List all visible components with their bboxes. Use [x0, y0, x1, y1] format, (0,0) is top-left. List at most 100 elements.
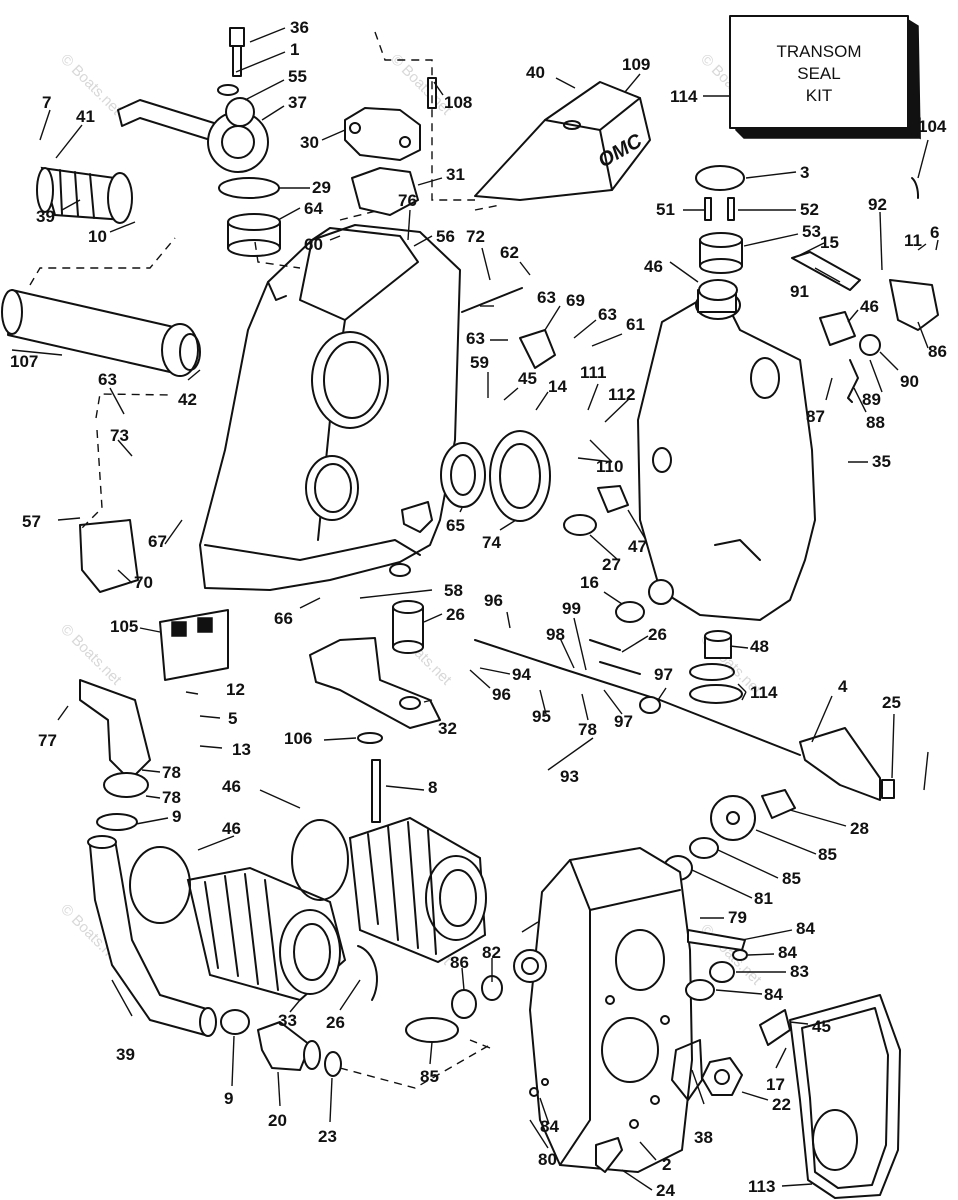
kit-label-line-2: SEAL: [797, 64, 840, 83]
callout-105: 108: [444, 93, 472, 112]
callout-4: 4: [838, 677, 848, 696]
callout-84: 85: [420, 1067, 439, 1086]
callout-19: 22: [772, 1095, 791, 1114]
callout-34: 37: [288, 93, 307, 112]
cover-plate: [344, 77, 437, 216]
callout-36: 39: [36, 207, 55, 226]
callout-86: 86: [928, 342, 947, 361]
water-hose: [87, 835, 217, 1037]
callout-89: 89: [862, 390, 881, 409]
callout-21: 24: [656, 1181, 675, 1200]
callout-77: 80: [538, 1150, 557, 1169]
transom-seal-kit-box: TRANSOM SEAL KIT: [729, 15, 921, 140]
callout-46: 48: [750, 637, 769, 656]
shift-linkage: [461, 287, 895, 801]
callout-83: 84: [764, 985, 783, 1004]
hose-clamps: [129, 819, 378, 1035]
callout-64: 66: [274, 609, 293, 628]
callout-104: 107: [10, 352, 38, 371]
callout-40: 41: [76, 107, 95, 126]
callout-12: 12: [226, 680, 245, 699]
callout-111: 114: [750, 683, 778, 702]
callout-96: 96: [492, 685, 511, 704]
callout-32: 35: [872, 452, 891, 471]
mount-bracket: [309, 600, 441, 823]
group-lines: [29, 31, 501, 1089]
lower-right-parts: [595, 929, 791, 1173]
callout-68: 72: [466, 227, 485, 246]
callout-79: 83: [790, 962, 809, 981]
callout-70: 74: [482, 533, 501, 552]
callout-23: 26: [326, 1013, 345, 1032]
callout-88: 88: [866, 413, 885, 432]
swivel-bracket: [637, 279, 816, 621]
callout-61: 63: [98, 370, 117, 389]
callout-72: 77: [38, 731, 57, 750]
top-cover: OMC: [474, 81, 651, 201]
fitting: [257, 1021, 342, 1077]
callout-63: 65: [446, 516, 465, 535]
callout-11: 11: [904, 231, 922, 250]
callout-30: 32: [438, 719, 457, 738]
callout-62: 64: [304, 199, 323, 218]
callout-3: 3: [800, 163, 809, 182]
callout-9: 9: [224, 1089, 233, 1108]
callout-56: 61: [626, 315, 645, 334]
callout-60: 63: [598, 305, 617, 324]
callout-82: 84: [796, 919, 815, 938]
bolt-33: [217, 27, 245, 96]
callout-51: 56: [436, 227, 455, 246]
callout-14: 14: [548, 377, 567, 396]
callout-100: 99: [562, 599, 581, 618]
callout-10: 10: [88, 227, 107, 246]
callout-109: 112: [608, 385, 635, 404]
callout-27: 29: [312, 178, 331, 197]
bearing-gear: [401, 329, 645, 623]
callout-35: 38: [694, 1128, 713, 1147]
callout-6: 6: [930, 223, 939, 242]
callout-76: 79: [728, 908, 747, 927]
callout-67: 70: [134, 573, 153, 592]
callout-41: 45: [518, 369, 537, 388]
callout-97: 97: [614, 712, 633, 731]
callout-66: 69: [566, 291, 585, 310]
callout-98: 97: [654, 665, 673, 684]
callout-39: 42: [178, 390, 197, 409]
callout-18: 20: [268, 1111, 287, 1130]
callout-59: 63: [466, 329, 485, 348]
callout-16: 16: [580, 573, 599, 592]
callout-87: 87: [806, 407, 825, 426]
callout-17: 17: [766, 1075, 785, 1094]
callout-78: 81: [754, 889, 773, 908]
callout-102: 105: [110, 617, 138, 636]
callout-95: 95: [532, 707, 551, 726]
callout-50: 55: [288, 67, 307, 86]
callout-24: 26: [446, 605, 465, 624]
callout-37: 39: [116, 1045, 135, 1064]
callout-26: 27: [602, 555, 621, 574]
gasket: [789, 994, 901, 1199]
callout-8: 8: [428, 778, 437, 797]
callout-84: 85: [818, 845, 837, 864]
callout-15: 15: [820, 233, 839, 252]
callout-106: 109: [622, 55, 650, 74]
callout-65: 67: [148, 532, 167, 551]
callout-107: 110: [596, 457, 623, 476]
upper-gearcase: [513, 847, 693, 1173]
callout-46: 46: [860, 297, 879, 316]
callout-7: 7: [42, 93, 51, 112]
callout-108: 111: [580, 363, 607, 382]
lower-left-parts: [79, 519, 229, 831]
gimbal-housing: [199, 224, 461, 591]
callout-103: 106: [284, 729, 312, 748]
callout-96: 96: [484, 591, 503, 610]
callout-1: 1: [290, 40, 299, 59]
upper-right-parts: [695, 165, 939, 403]
callout-26: 28: [850, 819, 869, 838]
callout-28: 30: [300, 133, 319, 152]
callout-45: 46: [644, 257, 663, 276]
callout-94: 94: [512, 665, 531, 684]
callout-101: 104: [918, 117, 947, 136]
callout-55: 60: [304, 235, 323, 254]
callout-81: 84: [540, 1117, 559, 1136]
